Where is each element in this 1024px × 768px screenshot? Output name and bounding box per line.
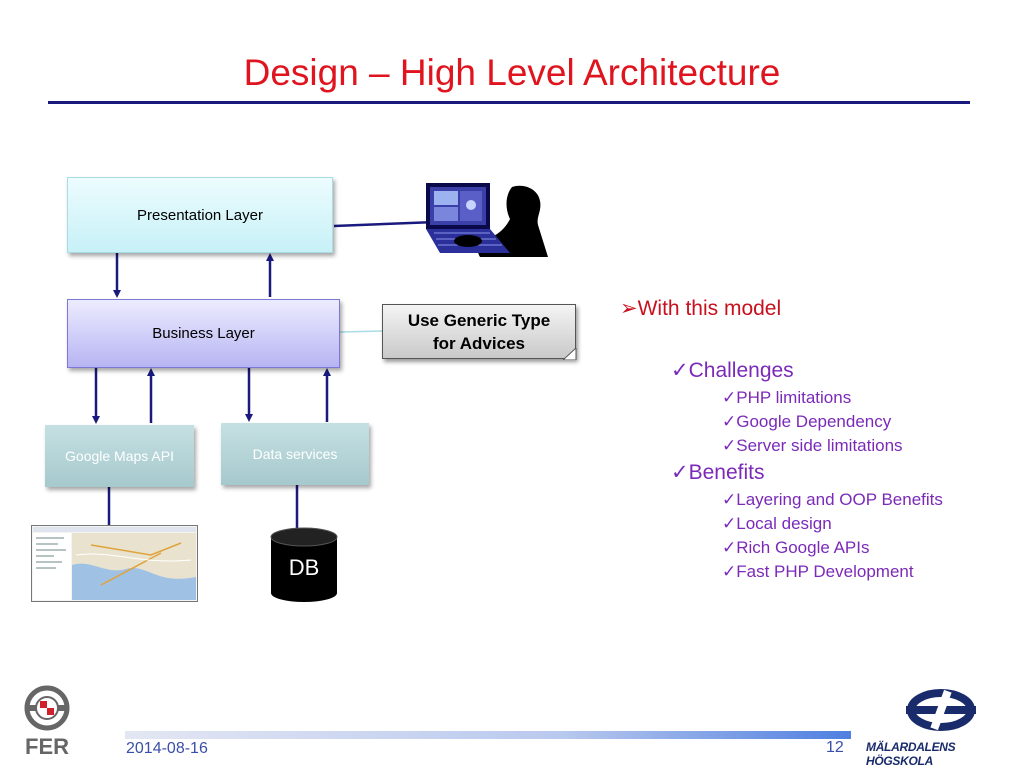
line-note-connector [339, 330, 383, 333]
challenge-item-text: PHP limitations [736, 388, 852, 407]
checkmark-icon: ✓ [671, 461, 689, 484]
line-pres-to-user [333, 220, 437, 228]
checkmark-icon: ✓ [722, 436, 737, 455]
challenge-item-text: Google Dependency [736, 412, 892, 431]
arrow-bullet-icon: ➢ [620, 297, 638, 320]
benefit-item-text: Fast PHP Development [736, 562, 914, 581]
database-icon [270, 527, 338, 602]
checkmark-icon: ✓ [722, 538, 737, 557]
bullet-main: ➢With this model [620, 296, 781, 321]
challenge-item: ✓Server side limitations [722, 436, 903, 456]
fer-logo-text: FER [25, 734, 69, 756]
user-laptop-icon [426, 183, 548, 257]
checkmark-icon: ✓ [671, 359, 689, 382]
benefit-item: ✓Fast PHP Development [722, 562, 914, 582]
challenges-label: Challenges [688, 359, 794, 382]
presentation-layer-box: Presentation Layer [67, 177, 333, 253]
benefit-item: ✓Layering and OOP Benefits [722, 490, 943, 510]
business-layer-box: Business Layer [67, 299, 340, 368]
footer-bar [125, 731, 851, 739]
benefit-item-text: Layering and OOP Benefits [736, 490, 943, 509]
checkmark-icon: ✓ [722, 514, 737, 533]
note-line-1: Use Generic Type [407, 310, 551, 330]
benefit-item: ✓Rich Google APIs [722, 538, 870, 558]
data-services-box: Data services [221, 423, 369, 485]
benefit-item-text: Rich Google APIs [736, 538, 870, 557]
checkmark-icon: ✓ [722, 388, 737, 407]
page-number: 12 [826, 739, 844, 756]
note-line-2: for Advices [433, 333, 525, 353]
benefit-item-text: Local design [736, 514, 832, 533]
checkmark-icon: ✓ [722, 490, 737, 509]
bullet-benefits: ✓Benefits [671, 460, 765, 485]
checkmark-icon: ✓ [722, 412, 737, 431]
note-fold-icon [563, 348, 577, 360]
map-screenshot-image [31, 525, 198, 602]
challenge-item: ✓Google Dependency [722, 412, 891, 432]
bullet-main-text: With this model [637, 297, 782, 320]
benefits-label: Benefits [688, 461, 765, 484]
fer-logo: FER [24, 685, 70, 756]
db-label: DB [288, 555, 320, 580]
checkmark-icon: ✓ [722, 562, 737, 581]
challenge-item: ✓PHP limitations [722, 388, 851, 408]
university-logo-icon [906, 689, 976, 731]
slide-title: Design – High Level Architecture [243, 52, 781, 93]
generic-type-note: Use Generic Type for Advices [382, 304, 576, 359]
google-maps-api-box: Google Maps API [45, 425, 194, 487]
bullet-challenges: ✓Challenges [671, 358, 794, 383]
footer-date: 2014-08-16 [126, 740, 208, 757]
title-divider [48, 101, 970, 104]
university-name: MÄLARDALENS HÖGSKOLA [866, 740, 956, 768]
benefit-item: ✓Local design [722, 514, 832, 534]
challenge-item-text: Server side limitations [736, 436, 903, 455]
